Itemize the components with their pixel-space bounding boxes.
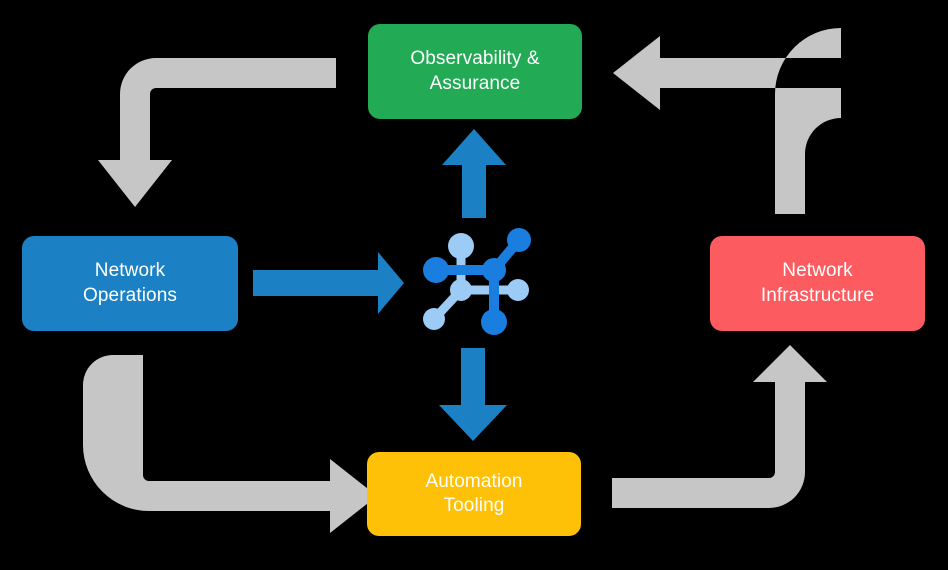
arrow-automation-to-infrastructure <box>612 345 827 508</box>
arrow-center-to-observability <box>442 129 506 218</box>
node-automation-tooling[interactable]: Automation Tooling <box>367 452 581 536</box>
arrow-observability-to-operations <box>98 58 336 207</box>
node-network-operations[interactable]: Network Operations <box>22 236 238 331</box>
network-topology-icon <box>423 228 531 335</box>
node-observability-assurance-label: Observability & Assurance <box>410 48 540 94</box>
node-network-operations-label: Network Operations <box>83 260 177 306</box>
node-observability-assurance[interactable]: Observability & Assurance <box>368 24 582 119</box>
node-network-infrastructure-label: Network Infrastructure <box>760 260 875 306</box>
node-automation-tooling-label: Automation Tooling <box>425 470 523 516</box>
arrow-operations-to-automation <box>83 355 377 533</box>
node-network-infrastructure[interactable]: Network Infrastructure <box>710 236 925 331</box>
arrow-center-to-automation <box>439 348 507 441</box>
arrow-infrastructure-to-observability <box>613 28 841 214</box>
arrow-operations-to-center <box>253 252 404 314</box>
